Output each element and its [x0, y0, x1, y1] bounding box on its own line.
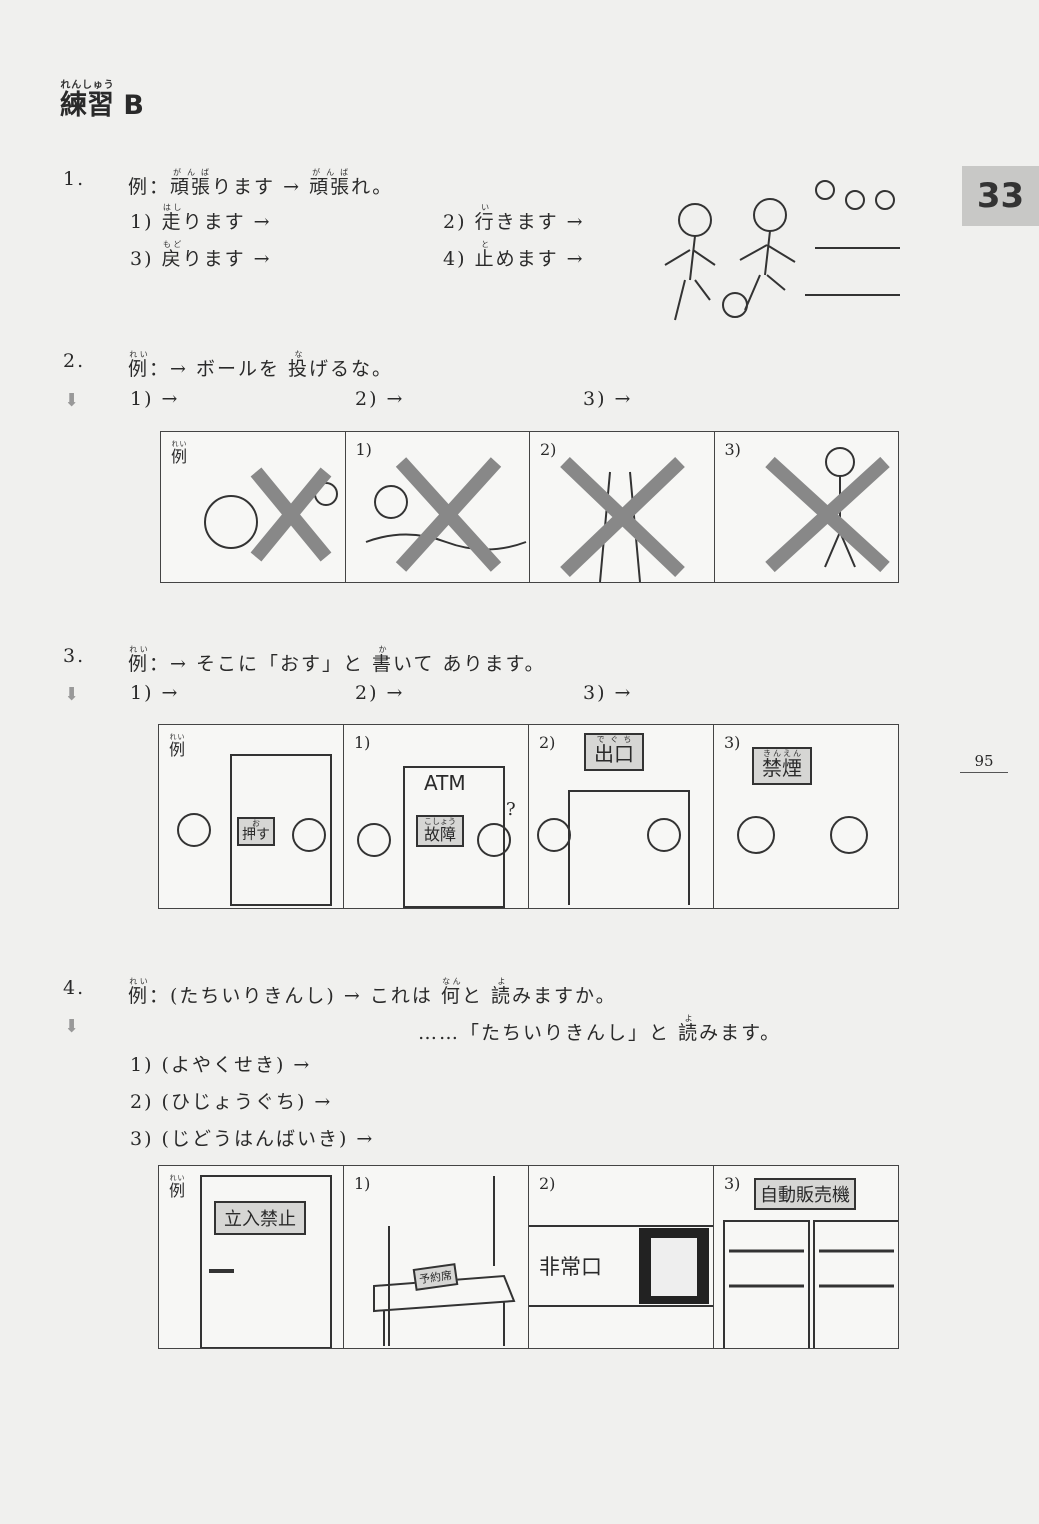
ex4-item-1: 1) (よやくせき) →	[130, 1054, 312, 1076]
no-smoking-sign: 禁煙きんえん	[752, 747, 812, 785]
ex2-item-1: 1) →	[130, 388, 180, 410]
panel-label: 1)	[355, 440, 372, 459]
panel-label: 3)	[724, 733, 741, 752]
ball-prohibited-icon	[204, 467, 338, 562]
ex2-panel-1: 1)	[346, 432, 530, 582]
arrow-down-icon: ⬇	[64, 1016, 80, 1037]
panel-label: 1)	[354, 1174, 371, 1193]
door-illustration	[200, 1175, 332, 1348]
ex4-answer: ……「たちいりきんし」と 読よみます。	[418, 1014, 782, 1044]
no-smoking-illustration	[737, 816, 868, 854]
ex4-number: 4.	[63, 977, 86, 999]
door-people-illustration	[177, 754, 332, 906]
soccer-illustration	[664, 180, 900, 321]
ex1-item-3: 3) 戻もどります →	[130, 240, 272, 270]
ex4-item-2: 2) (ひじょうぐち) →	[130, 1091, 333, 1113]
panel-label: 2)	[539, 733, 556, 752]
arrow-down-icon: ⬇	[64, 390, 80, 411]
ex3-picture-strip: 例れい 押すお 1) ATM 故障こしょう ? 2) 出口でぐち 3) 禁煙きん…	[158, 724, 899, 909]
ex2-panel-2: 2)	[530, 432, 715, 582]
panel-label: 3)	[724, 440, 741, 459]
ex2-panel-3: 3)	[715, 432, 899, 582]
ex4-panel-2: 2) 非常口	[529, 1166, 714, 1348]
page-title: 練習れんしゅう B	[60, 80, 144, 121]
ex1-item-2: 2) 行いきます →	[443, 203, 585, 233]
panel-label: 例れい	[169, 1174, 186, 1200]
lesson-tab: 33	[962, 166, 1039, 226]
ex4-panel-3: 3) 自動販売機	[714, 1166, 898, 1348]
ex2-panel-example: 例れい	[161, 432, 346, 582]
arrow-down-icon: ⬇	[64, 684, 80, 705]
ex4-panel-example: 例れい 立入禁止	[159, 1166, 344, 1348]
no-entry-sign: 立入禁止	[214, 1201, 306, 1235]
ex1-example: 例：頑張がんばります → 頑張がんばれ。	[128, 168, 394, 198]
panel-label: 2)	[540, 440, 557, 459]
panel-label: 3)	[724, 1174, 741, 1193]
ex2-example: 例れい：→ ボールを 投なげるな。	[128, 350, 394, 380]
emergency-exit-label: 非常口	[539, 1255, 602, 1279]
ex4-example: 例れい：(たちいりきんし) → これは 何なんと 読よみますか。	[128, 977, 617, 1007]
page-number: 95	[960, 752, 1008, 773]
ex1-number: 1.	[63, 168, 86, 190]
vending-machine-illustration	[723, 1220, 898, 1348]
vending-machine-sign: 自動販売機	[754, 1178, 856, 1210]
ex3-panel-3: 3) 禁煙きんえん	[714, 725, 898, 908]
ex2-item-3: 3) →	[583, 388, 633, 410]
ex4-item-3: 3) (じどうはんばいき) →	[130, 1128, 375, 1150]
ex2-picture-strip: 例れい 1) 2) 3)	[160, 431, 899, 583]
exit-sign: 出口でぐち	[584, 733, 644, 771]
ex3-number: 3.	[63, 645, 86, 667]
push-sign: 押すお	[237, 817, 275, 846]
ex1-item-1: 1) 走はしります →	[130, 203, 272, 233]
ex3-item-3: 3) →	[583, 682, 633, 704]
ex3-panel-example: 例れい 押すお	[159, 725, 344, 908]
emergency-exit-illustration	[529, 1225, 713, 1307]
ex3-panel-1: 1) ATM 故障こしょう ?	[344, 725, 529, 908]
littering-prohibited-icon	[764, 447, 890, 573]
panel-label: 例れい	[171, 440, 188, 466]
ex3-item-2: 2) →	[355, 682, 405, 704]
ex1-item-4: 4) 止とめます →	[443, 240, 585, 270]
out-of-order-sign: 故障こしょう	[416, 815, 465, 847]
panel-label: 1)	[354, 733, 371, 752]
climbing-tree-prohibited-icon	[560, 456, 685, 582]
ex3-panel-2: 2) 出口でぐち	[529, 725, 714, 908]
ex4-picture-strip: 例れい 立入禁止 1) 予約席 2) 非常口 3) 自動販売機	[158, 1165, 899, 1349]
atm-label: ATM	[424, 771, 466, 795]
exit-door-illustration	[537, 790, 690, 905]
atm-illustration	[357, 766, 511, 908]
ex4-panel-1: 1) 予約席	[344, 1166, 529, 1348]
panel-label: 2)	[539, 1174, 556, 1193]
ex2-item-2: 2) →	[355, 388, 405, 410]
swimming-prohibited-icon	[365, 457, 526, 572]
reserved-table-illustration	[373, 1176, 516, 1346]
question-mark: ?	[506, 799, 516, 820]
panel-label: 例れい	[169, 733, 186, 759]
ex3-example: 例れい：→ そこに「おす」と 書かいて あります。	[128, 645, 546, 675]
ex3-item-1: 1) →	[130, 682, 180, 704]
ex2-number: 2.	[63, 350, 86, 372]
